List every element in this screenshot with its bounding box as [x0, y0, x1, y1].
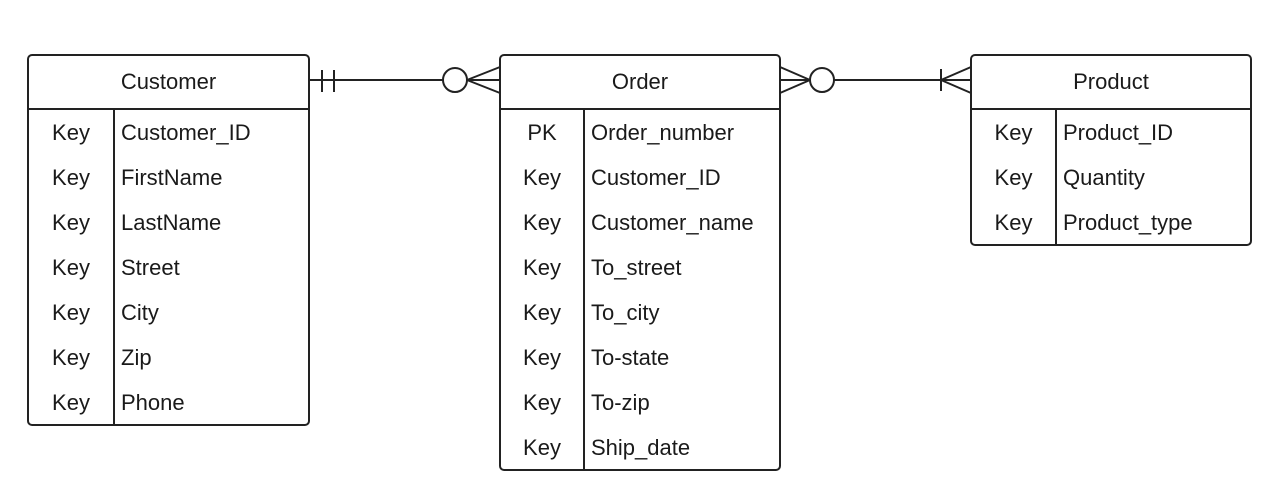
field-name: Phone — [121, 389, 185, 415]
field-name: Customer_ID — [591, 164, 721, 190]
field-name: City — [121, 299, 159, 325]
key-label: Key — [994, 164, 1033, 190]
field-name: To-zip — [591, 389, 650, 415]
table-row: Key Quantity — [972, 155, 1250, 200]
key-label: Key — [52, 254, 90, 280]
column-divider — [583, 110, 585, 471]
key-label: PK — [527, 119, 557, 145]
table-row: Key LastName — [29, 200, 308, 245]
order-product-relationship — [779, 66, 972, 94]
table-row: Key FirstName — [29, 155, 308, 200]
key-label: Key — [523, 434, 561, 460]
table-row: Key To-state — [501, 335, 779, 380]
crow-foot-bottom — [466, 79, 501, 94]
field-name: Product_ID — [1063, 119, 1174, 145]
column-divider — [113, 110, 115, 426]
key-label: Key — [52, 119, 90, 145]
field-name: To-state — [591, 344, 670, 370]
customer-order-relationship — [310, 66, 501, 94]
field-name: Order_number — [591, 119, 735, 145]
table-row: Key Customer_ID — [29, 110, 308, 155]
field-name: LastName — [121, 209, 222, 235]
field-name: Zip — [121, 344, 152, 370]
key-label: Key — [52, 209, 90, 235]
field-name: Customer_name — [591, 209, 754, 235]
key-label: Key — [523, 164, 561, 190]
key-label: Key — [52, 344, 90, 370]
zero-circle — [442, 67, 468, 93]
table-row: Key Phone — [29, 380, 308, 425]
zero-circle — [809, 67, 835, 93]
crow-foot-bottom — [779, 79, 811, 94]
key-label: Key — [523, 299, 561, 325]
key-label: Key — [523, 209, 561, 235]
key-label: Key — [52, 389, 90, 415]
entity-title: Product — [972, 56, 1250, 110]
field-name: Product_type — [1063, 209, 1193, 235]
table-row: Key To-zip — [501, 380, 779, 425]
field-name: Ship_date — [591, 434, 691, 460]
table-row: Key Customer_ID — [501, 155, 779, 200]
table-row: Key Customer_name — [501, 200, 779, 245]
field-name: Customer_ID — [121, 119, 251, 145]
table-row: Key Ship_date — [501, 425, 779, 470]
entity-title: Order — [501, 56, 779, 110]
field-name: To_city — [591, 299, 660, 325]
entity-title: Customer — [29, 56, 308, 110]
key-label: Key — [52, 299, 90, 325]
key-label: Key — [523, 344, 561, 370]
field-name: Street — [121, 254, 180, 280]
table-row: Key Zip — [29, 335, 308, 380]
table-row: Key Product_ID — [972, 110, 1250, 155]
crow-foot-top — [779, 66, 811, 81]
field-name: To_street — [591, 254, 682, 280]
field-name: FirstName — [121, 164, 223, 190]
key-label: Key — [994, 209, 1033, 235]
table-row: Key Street — [29, 245, 308, 290]
key-label: Key — [523, 389, 561, 415]
table-row: Key To_city — [501, 290, 779, 335]
key-label: Key — [523, 254, 561, 280]
crow-foot-top-2 — [940, 66, 972, 81]
key-label: Key — [52, 164, 90, 190]
column-divider — [1055, 110, 1057, 246]
table-row: Key City — [29, 290, 308, 335]
crow-foot-top — [466, 66, 501, 81]
key-label: Key — [994, 119, 1033, 145]
field-name: Quantity — [1063, 164, 1145, 190]
table-row: PK Order_number — [501, 110, 779, 155]
crow-foot-bottom-2 — [940, 79, 972, 94]
table-row: Key To_street — [501, 245, 779, 290]
table-row: Key Product_type — [972, 200, 1250, 245]
